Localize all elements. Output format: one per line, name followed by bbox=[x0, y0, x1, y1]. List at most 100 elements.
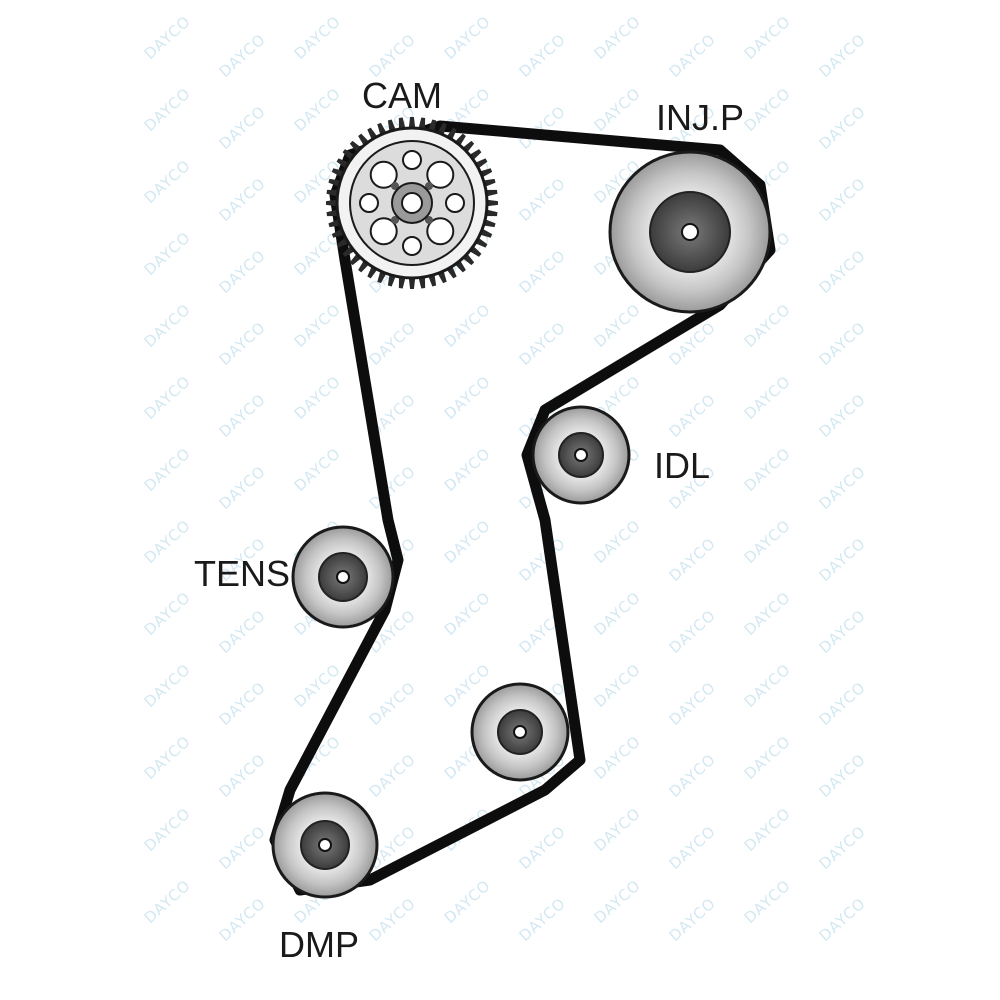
watermark-text: DAYCO bbox=[216, 678, 270, 729]
spoke-hole bbox=[402, 150, 422, 170]
watermark-text: DAYCO bbox=[666, 894, 720, 945]
watermark-text: DAYCO bbox=[216, 318, 270, 369]
watermark-text: DAYCO bbox=[666, 606, 720, 657]
watermark-text: DAYCO bbox=[141, 660, 195, 711]
watermark-text: DAYCO bbox=[741, 444, 795, 495]
label-cam: CAM bbox=[362, 75, 442, 116]
watermark-text: DAYCO bbox=[441, 12, 495, 63]
watermark-text: DAYCO bbox=[141, 804, 195, 855]
watermark-text: DAYCO bbox=[141, 300, 195, 351]
lower-idler-pulley bbox=[470, 682, 570, 782]
watermark-text: DAYCO bbox=[591, 516, 645, 567]
idler-pulley bbox=[531, 405, 631, 505]
inj-pump-pulley bbox=[608, 150, 772, 314]
watermark-text: DAYCO bbox=[816, 246, 870, 297]
watermark-text: DAYCO bbox=[141, 156, 195, 207]
watermark-text: DAYCO bbox=[216, 30, 270, 81]
watermark-text: DAYCO bbox=[816, 462, 870, 513]
watermark-text: DAYCO bbox=[591, 588, 645, 639]
watermark-text: DAYCO bbox=[441, 372, 495, 423]
damper-pulley bbox=[271, 791, 379, 899]
label-idl: IDL bbox=[654, 445, 710, 486]
bolt-hole bbox=[424, 182, 433, 191]
label-dmp: DMP bbox=[279, 924, 359, 965]
sprocket-tooth bbox=[408, 276, 416, 289]
watermark-text: DAYCO bbox=[666, 534, 720, 585]
watermark-text: DAYCO bbox=[591, 732, 645, 783]
watermark-text: DAYCO bbox=[591, 660, 645, 711]
watermark-text: DAYCO bbox=[516, 102, 570, 153]
watermark-text: DAYCO bbox=[816, 606, 870, 657]
watermark-text: DAYCO bbox=[591, 12, 645, 63]
watermark-text: DAYCO bbox=[366, 462, 420, 513]
watermark-text: DAYCO bbox=[591, 876, 645, 927]
watermark-text: DAYCO bbox=[741, 876, 795, 927]
watermark-text: DAYCO bbox=[366, 750, 420, 801]
watermark-text: DAYCO bbox=[741, 660, 795, 711]
spoke-hole bbox=[369, 217, 398, 246]
watermark-text: DAYCO bbox=[816, 894, 870, 945]
spoke-hole bbox=[402, 236, 422, 256]
watermark-text: DAYCO bbox=[741, 588, 795, 639]
watermark-text: DAYCO bbox=[441, 876, 495, 927]
watermark-text: DAYCO bbox=[816, 534, 870, 585]
watermark-text: DAYCO bbox=[591, 84, 645, 135]
sprocket-tooth bbox=[408, 117, 416, 130]
watermark-text: DAYCO bbox=[516, 174, 570, 225]
watermark-text: DAYCO bbox=[141, 516, 195, 567]
watermark-text: DAYCO bbox=[441, 300, 495, 351]
watermark-text: DAYCO bbox=[216, 750, 270, 801]
watermark-text: DAYCO bbox=[216, 822, 270, 873]
watermark-text: DAYCO bbox=[516, 894, 570, 945]
spoke-hole bbox=[445, 193, 465, 213]
watermark-text: DAYCO bbox=[816, 174, 870, 225]
watermark-text: DAYCO bbox=[516, 30, 570, 81]
watermark-text: DAYCO bbox=[666, 390, 720, 441]
watermark-text: DAYCO bbox=[591, 300, 645, 351]
spoke-hole bbox=[426, 160, 455, 189]
watermark-text: DAYCO bbox=[291, 300, 345, 351]
watermark-text: DAYCO bbox=[366, 678, 420, 729]
spoke-hole bbox=[369, 160, 398, 189]
watermark-text: DAYCO bbox=[741, 516, 795, 567]
watermark-text: DAYCO bbox=[291, 372, 345, 423]
watermark-text: DAYCO bbox=[516, 822, 570, 873]
watermark-text: DAYCO bbox=[141, 588, 195, 639]
watermark-text: DAYCO bbox=[666, 750, 720, 801]
watermark-text: DAYCO bbox=[666, 678, 720, 729]
watermark-text: DAYCO bbox=[216, 462, 270, 513]
tensioner-pulley bbox=[291, 525, 395, 629]
spoke-hole bbox=[359, 193, 379, 213]
watermark-text: DAYCO bbox=[441, 444, 495, 495]
cam-sprocket bbox=[326, 117, 498, 289]
watermark-text: DAYCO bbox=[816, 390, 870, 441]
watermark-text: DAYCO bbox=[666, 30, 720, 81]
watermark-text: DAYCO bbox=[141, 84, 195, 135]
watermark-text: DAYCO bbox=[816, 318, 870, 369]
watermark-text: DAYCO bbox=[216, 606, 270, 657]
watermark-text: DAYCO bbox=[216, 246, 270, 297]
watermark-text: DAYCO bbox=[291, 12, 345, 63]
watermark-text: DAYCO bbox=[591, 804, 645, 855]
label-inj-p: INJ.P bbox=[656, 97, 744, 138]
watermark-text: DAYCO bbox=[366, 30, 420, 81]
label-tens: TENS bbox=[194, 553, 290, 594]
bolt-hole bbox=[391, 182, 400, 191]
spoke-hole bbox=[426, 217, 455, 246]
watermark-text: DAYCO bbox=[741, 300, 795, 351]
watermark-text: DAYCO bbox=[741, 732, 795, 783]
watermark-text: DAYCO bbox=[141, 12, 195, 63]
watermark-text: DAYCO bbox=[366, 894, 420, 945]
watermark-text: DAYCO bbox=[216, 174, 270, 225]
watermark-text: DAYCO bbox=[666, 822, 720, 873]
watermark-text: DAYCO bbox=[816, 30, 870, 81]
watermark-text: DAYCO bbox=[741, 372, 795, 423]
watermark-text: DAYCO bbox=[816, 822, 870, 873]
watermark-text: DAYCO bbox=[141, 876, 195, 927]
watermark-text: DAYCO bbox=[141, 372, 195, 423]
watermark-text: DAYCO bbox=[816, 750, 870, 801]
watermark-text: DAYCO bbox=[291, 444, 345, 495]
sprocket-tooth bbox=[485, 199, 498, 207]
watermark-text: DAYCO bbox=[216, 390, 270, 441]
